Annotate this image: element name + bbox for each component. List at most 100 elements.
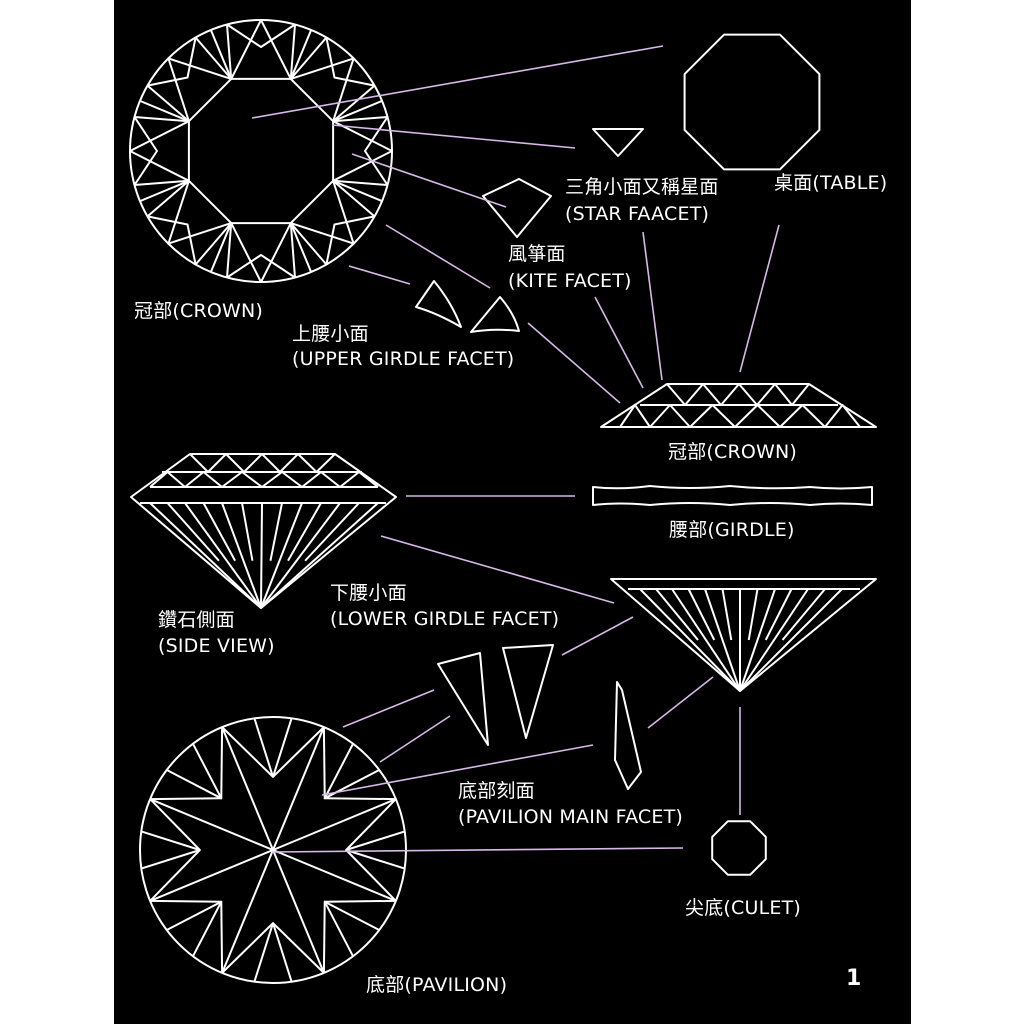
- pavilion-side-main-line: [704, 588, 741, 692]
- pavilion-lower-girdle-line: [149, 798, 201, 851]
- leader-upper-girdle-b: [385, 224, 491, 289]
- leader-table: [251, 45, 664, 119]
- upper-girdle-facet-shape-a: [415, 280, 462, 328]
- side-view-star-line: [297, 453, 336, 473]
- pavilion-lower-girdle-line: [221, 922, 274, 974]
- crown-top-label: 冠部(CROWN): [134, 300, 264, 322]
- crown-side-star-line: [738, 383, 776, 406]
- pavilion-lower-girdle-line: [272, 726, 325, 778]
- culet-facet-shape: [711, 820, 767, 876]
- side-view-kite-line: [149, 471, 186, 488]
- pavilion-lower-girdle-line: [324, 899, 396, 903]
- leader-lower-girdle-bottom: [379, 715, 451, 763]
- pavilion-lower-girdle-line: [253, 922, 293, 983]
- crown-upper-girdle-line: [209, 29, 233, 80]
- crown-upper-girdle-line: [226, 23, 296, 48]
- crown-side-girdle-line: [734, 404, 781, 428]
- pavilion-main-line: [272, 849, 325, 974]
- pavilion-main-line: [221, 726, 274, 851]
- leader-table-side: [739, 224, 780, 373]
- leader-upper-girdle-side: [527, 322, 621, 404]
- pavilion-lower-girdle-line: [323, 900, 380, 957]
- pavilion-side-profile: [610, 578, 877, 692]
- leader-star-side: [642, 231, 663, 381]
- pavilion-side-main-line: [739, 588, 776, 692]
- pavilion-side-lower-girdle-line: [764, 588, 793, 641]
- side-view-outline: [130, 453, 397, 609]
- crown-table-outline: [187, 77, 335, 225]
- kite-facet-shape: [482, 178, 552, 238]
- side-view-pavilion-line: [149, 502, 262, 609]
- pavilion-main-line: [272, 798, 397, 851]
- crown-kite-line: [194, 24, 233, 80]
- crown-upper-girdle-line: [139, 99, 190, 123]
- crown-star-line: [230, 19, 292, 80]
- crown-star-line: [290, 57, 355, 122]
- crown-side-girdle-line: [619, 404, 651, 428]
- pavilion-main-line: [272, 726, 325, 851]
- pavilion-main-line: [149, 849, 274, 902]
- pavilion-side-lower-girdle-line: [687, 588, 716, 641]
- side-view-pavilion-line: [260, 502, 379, 609]
- crown-kite-line: [289, 24, 328, 80]
- side-view-pavilion-line: [221, 502, 262, 609]
- crown-side-girdle-line: [649, 404, 691, 428]
- pavilion-main-label: 底部刻面 (PAVILION MAIN FACET): [458, 780, 684, 828]
- leader-lower-girdle-side: [380, 535, 615, 604]
- pavilion-lower-girdle-line: [324, 797, 396, 801]
- crown-kite-line: [194, 222, 233, 278]
- pavilion-lower-girdle-line: [253, 717, 293, 778]
- upper-girdle-facet-shape-b: [470, 296, 520, 333]
- pavilion-lower-girdle-line: [166, 743, 223, 800]
- crown-star-line: [332, 120, 393, 182]
- side-view-lower-girdle-line: [304, 502, 360, 562]
- leader-lines: [251, 45, 780, 853]
- table-label: 桌面(TABLE): [774, 172, 888, 194]
- pavilion-label: 底部(PAVILION): [366, 974, 508, 996]
- lower-girdle-facet-shape-b: [502, 644, 554, 739]
- crown-upper-girdle-line: [139, 179, 190, 203]
- leader-lower-girdle-b: [561, 616, 634, 656]
- pavilion-side-main-line: [739, 588, 843, 692]
- crown-side-profile: [600, 383, 877, 428]
- pavilion-side-main-line: [739, 588, 809, 692]
- crown-kite-line: [332, 84, 388, 123]
- star-facet-label: 三角小面又稱星面 (STAR FAACET): [565, 176, 719, 225]
- leader-upper-girdle-a: [348, 265, 411, 285]
- diagram-panel: 冠部(CROWN) 上腰小面 (UPPER GIRDLE FACET) 三角小面…: [114, 0, 911, 1024]
- crown-upper-girdle-line: [325, 215, 375, 265]
- pavilion-side-lower-girdle-line: [655, 588, 699, 641]
- crown-upper-girdle-line: [147, 37, 197, 87]
- culet-label: 尖底(CULET): [685, 897, 801, 919]
- crown-star-line: [167, 57, 232, 122]
- girdle-band-shape: [592, 485, 873, 506]
- crown-side-star-line: [774, 383, 810, 406]
- pavilion-lower-girdle-line: [345, 849, 397, 902]
- pavilion-lower-girdle-line: [345, 830, 406, 870]
- crown-upper-girdle-line: [332, 99, 383, 123]
- page-number: 1: [846, 966, 862, 991]
- side-view-diamond: [130, 453, 397, 609]
- side-view-kite-line: [221, 471, 263, 488]
- crown-upper-girdle-line: [226, 254, 296, 279]
- crown-side-girdle-line: [779, 404, 826, 428]
- pavilion-bottom-view: [139, 716, 407, 984]
- diamond-anatomy-drawing: [129, 19, 877, 984]
- pavilion-lower-girdle-line: [150, 797, 222, 801]
- pavilion-lower-girdle-line: [221, 726, 274, 778]
- crown-upper-girdle-line: [289, 222, 313, 273]
- pavilion-side-outline: [610, 578, 877, 692]
- pavilion-side-lower-girdle-line: [721, 588, 733, 641]
- crown-side-star-line: [666, 383, 704, 406]
- side-view-kite-line: [339, 471, 379, 488]
- side-view-kite-line: [261, 471, 303, 488]
- leader-kite-side: [594, 296, 644, 389]
- crown-upper-girdle-line: [289, 29, 313, 80]
- girdle-label: 腰部(GIRDLE): [669, 519, 795, 541]
- pavilion-lower-girdle-line: [322, 727, 326, 799]
- pavilion-lower-girdle-line: [166, 900, 223, 957]
- side-view-star-line: [225, 453, 263, 473]
- crown-top-view: [129, 19, 393, 283]
- crown-star-line: [167, 180, 232, 245]
- side-view-lower-girdle-line: [241, 502, 254, 561]
